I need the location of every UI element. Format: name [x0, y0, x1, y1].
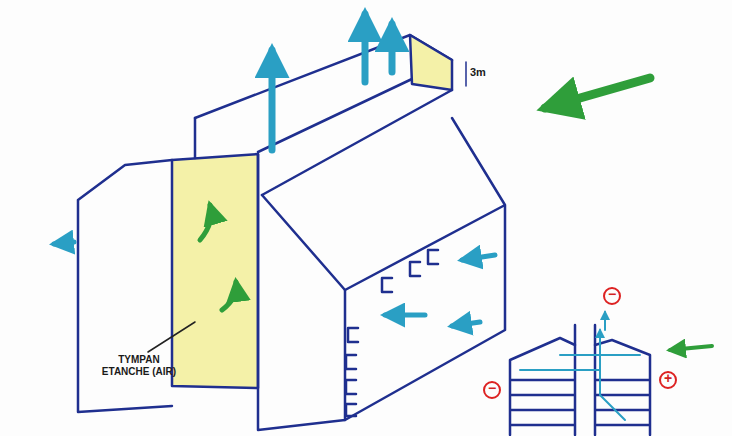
pressure-sign: + — [658, 370, 678, 386]
pressure-sign: − — [482, 380, 502, 396]
pressure-sign: − — [602, 286, 622, 302]
dimension-label: 3m — [470, 66, 510, 79]
part-label: TYMPAN ETANCHE (AIR) — [98, 354, 180, 377]
